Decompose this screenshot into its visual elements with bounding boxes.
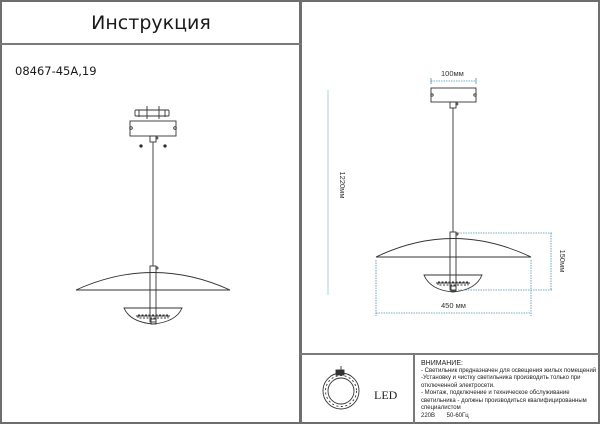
warning-line: - Светильник предназначен для освещения … [421, 367, 597, 374]
bottom-inner-divider [413, 353, 415, 424]
warning-notice: ВНИМАНИЕ: - Светильник предназначен для … [421, 360, 597, 420]
dim-shade-height: 150мм [558, 250, 567, 273]
dim-canopy-width: 100мм [441, 69, 464, 78]
dimension-lines [327, 78, 552, 316]
dim-total-height: 1220мм [338, 172, 347, 199]
warning-line: -Установку и чистку светильника производ… [421, 375, 581, 389]
header-divider [0, 43, 302, 45]
power-spec: 220В 50-60Гц [421, 413, 597, 421]
led-ring-icon [322, 366, 360, 410]
warning-heading: ВНИМАНИЕ: [421, 360, 463, 367]
page-title: Инструкция [91, 12, 211, 34]
voltage: 220В [421, 412, 436, 419]
frequency: 50-60Гц [446, 412, 469, 419]
left-lamp-illustration [75, 106, 231, 325]
bottom-section-divider [299, 353, 599, 355]
warning-line: - Монтаж, подключение и техническое обсл… [421, 390, 587, 411]
model-number: 08467-45A,19 [15, 64, 97, 78]
left-panel-frame [0, 0, 302, 424]
dim-shade-diameter: 450 мм [441, 301, 466, 310]
light-source-label: LED [374, 388, 398, 402]
right-panel-frame [299, 0, 600, 424]
right-lamp-illustration [375, 87, 532, 293]
